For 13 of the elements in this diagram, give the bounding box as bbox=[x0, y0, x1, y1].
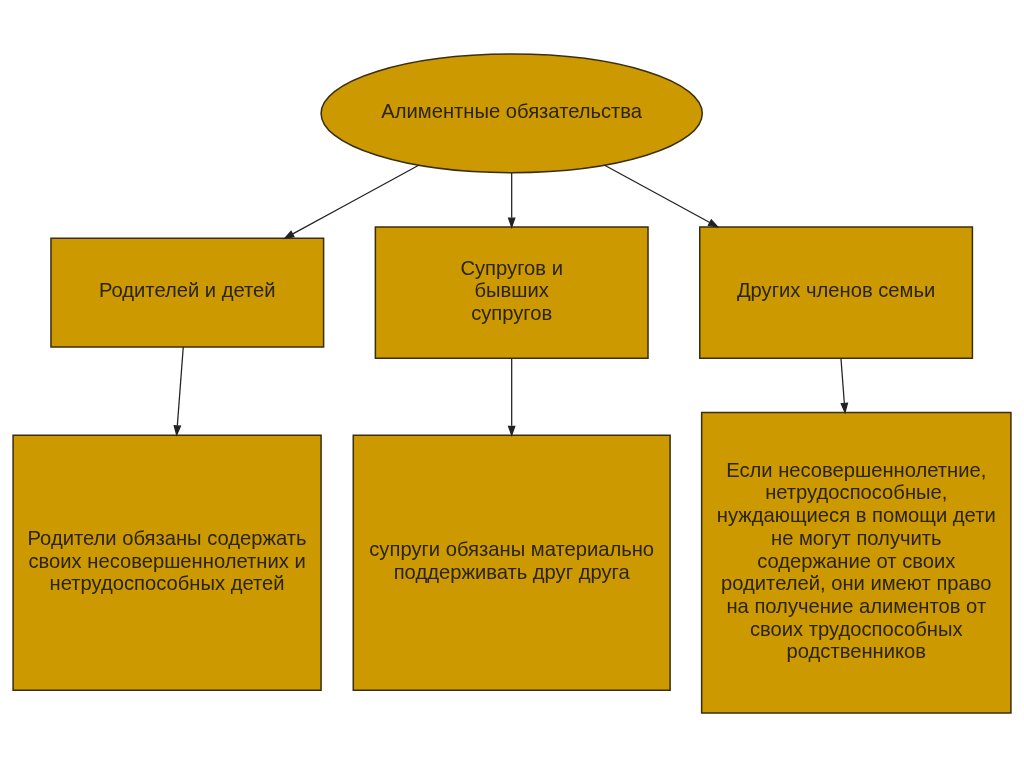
node-box: Супругов и бывших супругов bbox=[374, 226, 649, 359]
arrow bbox=[507, 357, 516, 438]
arrow bbox=[173, 346, 184, 437]
node-box: Родителей и детей bbox=[50, 237, 325, 348]
node-box: Других членов семьи bbox=[699, 226, 974, 359]
node-ellipse: Алиментные обязательства bbox=[320, 53, 704, 174]
node-box: супруги обязаны материально поддерживать друг друга bbox=[352, 434, 671, 691]
arrow bbox=[283, 164, 420, 240]
arrow bbox=[840, 357, 849, 415]
arrow bbox=[507, 172, 516, 229]
arrow bbox=[604, 164, 720, 228]
node-box: Родители обязаны содержать своих несовершеннолетних и нетрудоспособных детей bbox=[12, 434, 322, 691]
node-box: Если несовершеннолетние, нетрудоспособные, нуждающиеся в помощи дети не могут получить содержание от своих родителей, они имеют право на получение алиментов от своих трудоспособных родственников bbox=[700, 411, 1012, 714]
